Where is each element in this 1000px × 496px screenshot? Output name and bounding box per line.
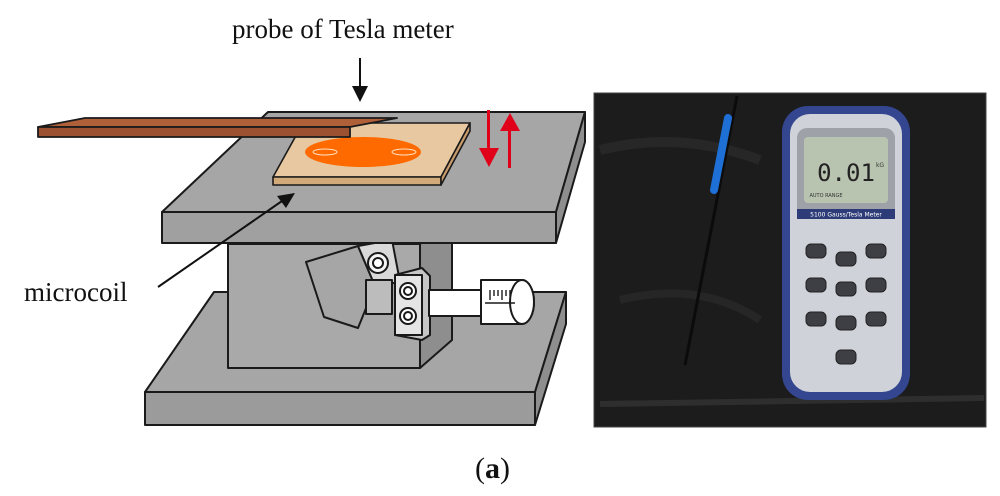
micrometer-sleeve — [428, 289, 482, 317]
meter-key — [835, 281, 857, 297]
microcoil-pad-left — [312, 148, 338, 156]
mount-screw-bottom-hole — [403, 311, 413, 321]
clamp-block — [365, 279, 393, 315]
caption-paren-open: ( — [475, 452, 485, 485]
microcoil-label: microcoil — [24, 277, 128, 307]
meter-model-label: 5100 Gauss/Tesla Meter — [810, 212, 882, 219]
probe-strip-edge — [37, 126, 351, 138]
meter-key — [805, 243, 827, 259]
meter-display-unit: kG — [876, 162, 884, 169]
probe-strip — [37, 117, 398, 128]
meter-display-value: 0.01 — [817, 159, 875, 187]
probe-label: probe of Tesla meter — [232, 14, 454, 44]
measurement-stage-diagram — [37, 111, 586, 426]
microcoil-arrow-head — [277, 193, 295, 208]
micrometer-assembly — [305, 239, 535, 341]
substrate-edge-side — [440, 122, 471, 186]
meter-key — [835, 349, 857, 365]
mount-screw-top-hole — [403, 286, 413, 296]
probe-arrow-head — [352, 86, 368, 102]
microcoil-arrow-shaft — [157, 200, 283, 288]
vertical-motion-arrows — [479, 110, 520, 168]
meter-model-band — [797, 209, 895, 219]
caption-paren-close: ) — [500, 452, 510, 485]
base-plate-front — [144, 391, 536, 426]
top-plate-front — [161, 211, 557, 244]
substrate-edge — [272, 176, 442, 186]
tesla-meter-photo: 0.01 kG AUTO RANGE 5100 Gauss/Tesla Mete… — [593, 92, 987, 428]
meter-display-mode: AUTO RANGE — [809, 193, 842, 199]
meter-keypad — [805, 243, 887, 365]
meter-key — [805, 311, 827, 327]
meter-key — [805, 277, 827, 293]
figure-caption: (a) — [475, 452, 510, 486]
microcoil-pad-right — [391, 148, 417, 156]
probe-wand — [683, 95, 739, 366]
meter-key — [835, 315, 857, 331]
micrometer-thimble-end — [509, 279, 535, 325]
meter-key — [865, 243, 887, 259]
pointer-arrows — [157, 58, 368, 288]
microcoil-pattern — [305, 137, 421, 167]
base-plate-side — [534, 291, 567, 426]
adjust-screw-1-hole — [372, 257, 384, 269]
meter-display — [804, 137, 888, 203]
top-plate-side — [555, 111, 586, 244]
meter-key — [835, 251, 857, 267]
meter-key — [865, 311, 887, 327]
caption-letter: a — [485, 452, 500, 485]
meter-key — [865, 277, 887, 293]
probe-handle — [710, 114, 732, 194]
